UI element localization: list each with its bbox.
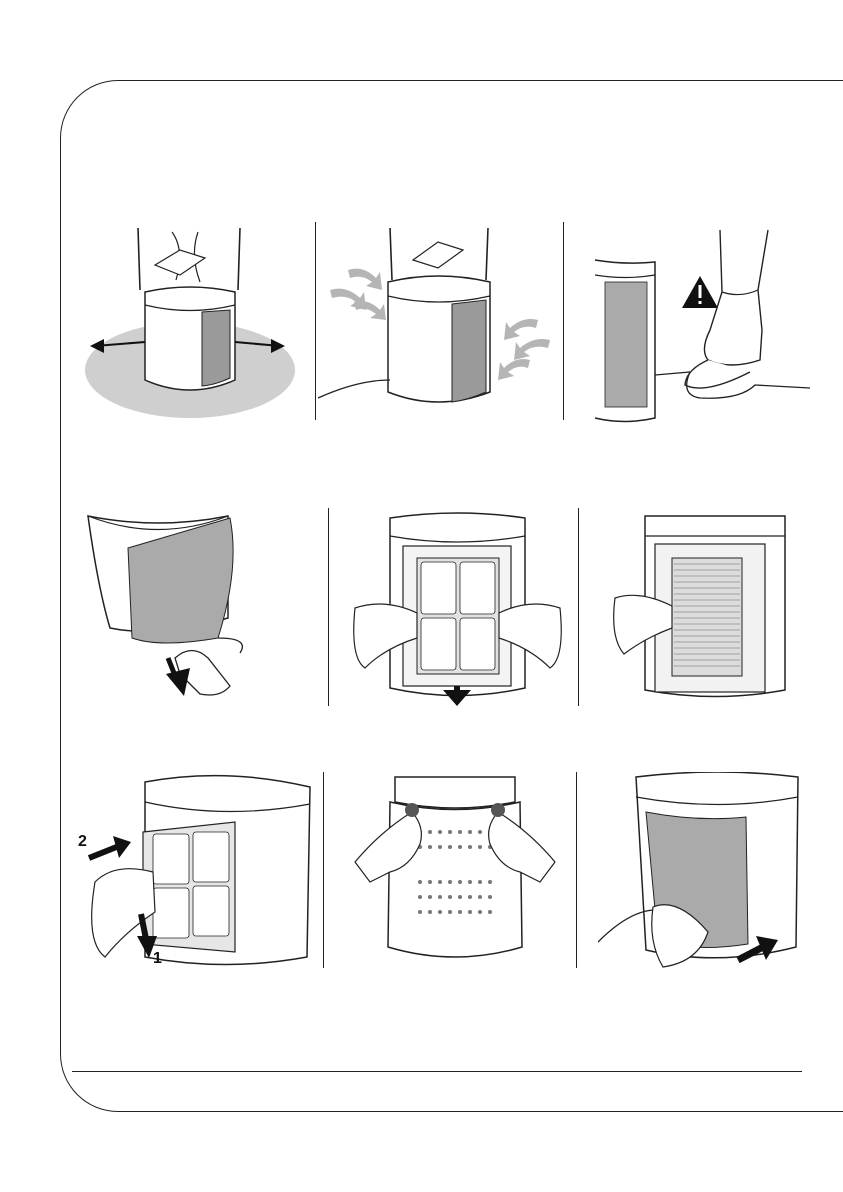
illustration-insert-filter	[75, 772, 320, 972]
divider	[563, 222, 564, 420]
step-number-1: 1	[153, 950, 162, 968]
footer-rule	[72, 1071, 802, 1072]
remove-shroud-drawing	[80, 508, 320, 708]
remove-front-filter-drawing	[345, 508, 570, 708]
divider	[576, 772, 577, 968]
reattach-press-drawing	[350, 772, 560, 972]
airflow-drawing	[318, 220, 558, 425]
divider	[578, 508, 579, 706]
illustration-remove-outer-shroud	[80, 508, 320, 708]
placement-clearance-drawing	[80, 220, 300, 425]
divider	[315, 222, 316, 420]
illustration-remove-front-filter	[345, 508, 570, 708]
illustration-reattach-shroud-press	[350, 772, 560, 972]
illustration-airflow	[318, 220, 558, 425]
illustration-slide-shroud-on	[598, 772, 820, 972]
divider	[328, 508, 329, 706]
cord-hazard-drawing	[590, 220, 820, 425]
step-number-2: 2	[78, 833, 87, 851]
divider	[323, 772, 324, 968]
remove-rear-filter-drawing	[610, 508, 820, 708]
filter-grid	[417, 558, 499, 674]
illustration-placement-clearance	[80, 220, 300, 425]
insert-filter-drawing	[75, 772, 320, 972]
warning-icon	[682, 276, 718, 308]
slide-shroud-drawing	[598, 772, 820, 972]
illustration-remove-rear-filter	[610, 508, 820, 708]
illustration-cord-hazard	[590, 220, 820, 425]
